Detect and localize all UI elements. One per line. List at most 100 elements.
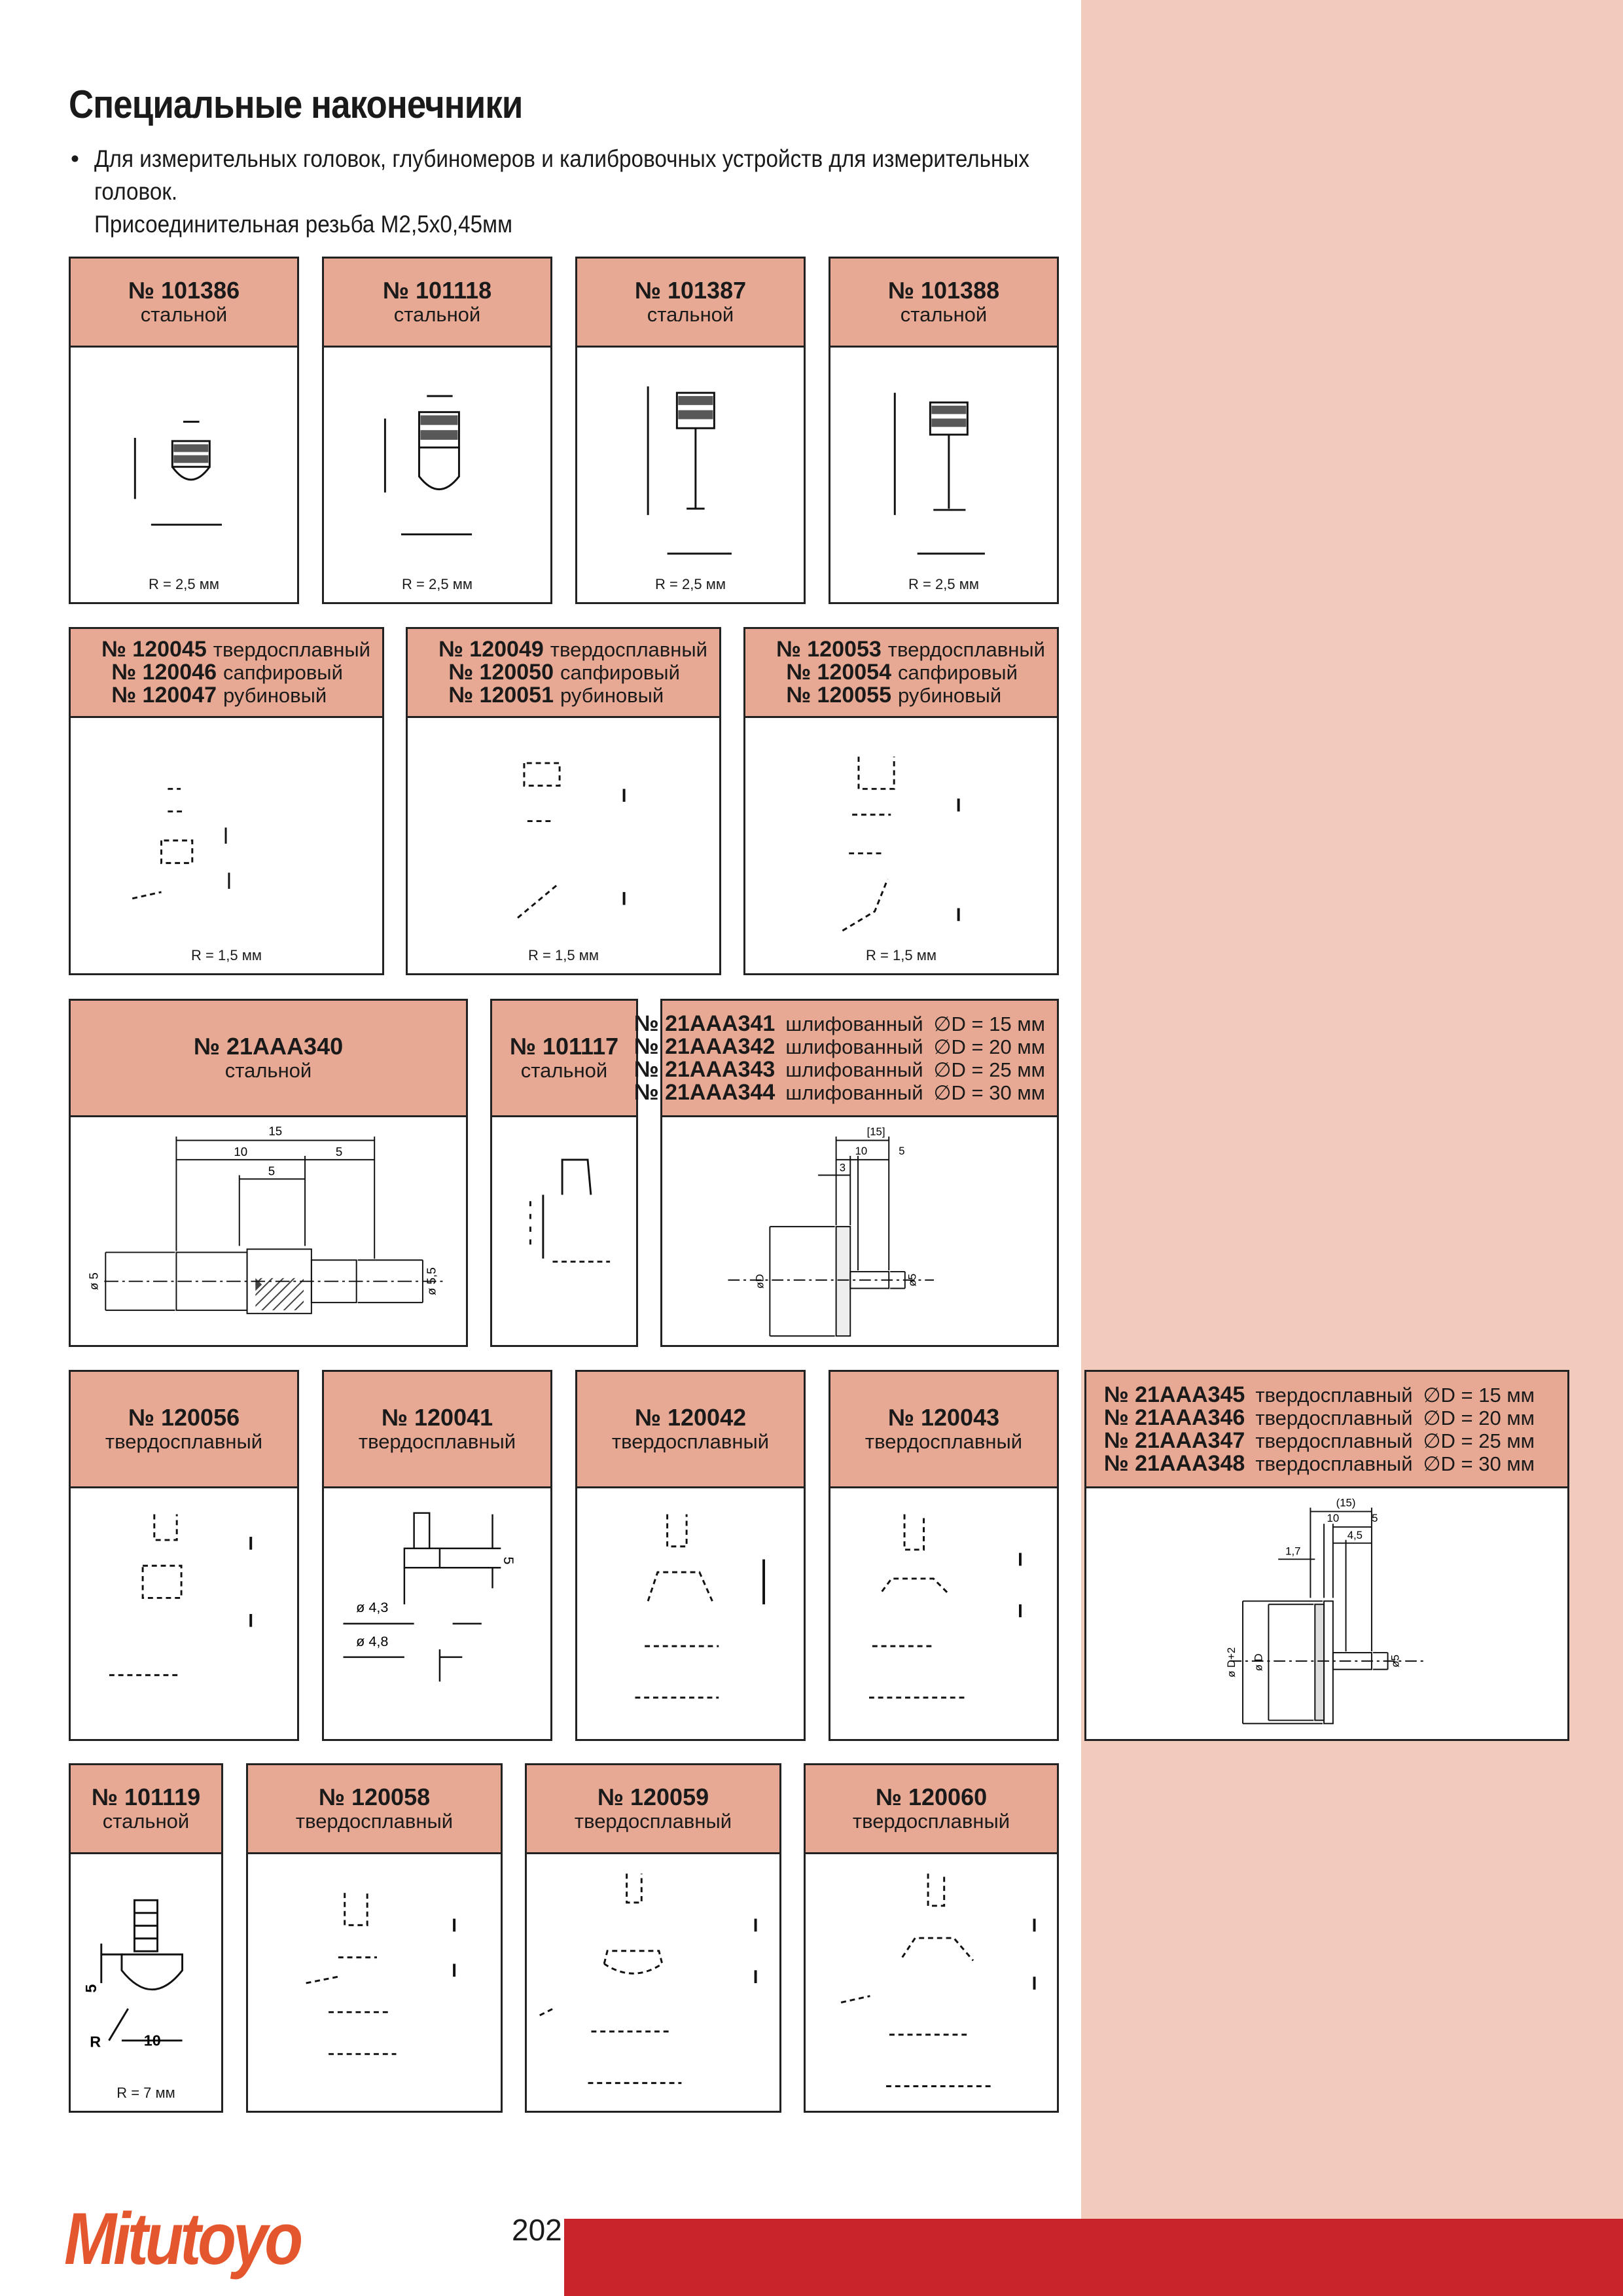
part-material: твердосплавный	[358, 1429, 516, 1453]
card-header: № 101386 стальной	[71, 259, 297, 348]
radius-caption: R = 2,5 мм	[149, 576, 219, 592]
part-material: стальной	[140, 302, 228, 326]
dim-5: 5	[82, 1984, 99, 1993]
side-band	[1081, 0, 1623, 2296]
tip-drawing: R = 1,5 мм	[408, 718, 719, 973]
dim-5: 5	[899, 1145, 904, 1157]
part-number: № 101119	[91, 1783, 201, 1810]
dim-dia-d2: ø D+2	[1225, 1647, 1238, 1677]
radius-caption: R = 2,5 мм	[908, 576, 979, 592]
dim-5: 5	[336, 1145, 342, 1158]
part-number: № 101387	[634, 276, 747, 304]
part-number: № 120058	[318, 1783, 431, 1810]
dimension-drawing: 5 ø 4,3 ø 4,8	[324, 1488, 550, 1739]
bullet: •	[71, 145, 79, 172]
part-number: № 120060	[875, 1783, 988, 1810]
card-header: № 101118 стальной	[324, 259, 550, 348]
part-material: стальной	[393, 302, 481, 326]
part-number: № 101117	[509, 1032, 619, 1060]
card-header: № 101387 стальной	[577, 259, 804, 348]
dim-dia-48: ø 4,8	[356, 1633, 388, 1649]
radius-caption: R = 1,5 мм	[866, 947, 936, 963]
intro-line-3: Присоединительная резьба M2,5x0,45мм	[94, 211, 512, 238]
tip-drawing: R = 1,5 мм	[71, 718, 382, 973]
tip-drawing	[248, 1854, 501, 2111]
dim-15: (15)	[1336, 1497, 1356, 1509]
card-101386: № 101386 стальной R = 2,5 мм	[69, 257, 299, 604]
mitutoyo-logo: Mitutoyo	[64, 2198, 303, 2280]
radius-caption: R = 7 мм	[116, 2085, 175, 2101]
dim-dia-5: ø 5	[86, 1272, 100, 1290]
dimension-drawing: 5 R 10 R = 7 мм	[71, 1854, 221, 2111]
part-number: № 101388	[887, 276, 1000, 304]
card-header: № 101117 стальной	[492, 1001, 636, 1117]
dim-5: 5	[1372, 1512, 1378, 1524]
tip-drawing: R = 2,5 мм	[324, 348, 550, 602]
card-header: № 21AAA340 стальной	[71, 1001, 466, 1117]
page-title: Специальные наконечники	[69, 82, 523, 126]
dim-5: 5	[501, 1556, 517, 1564]
tip-drawing	[806, 1854, 1057, 2111]
dim-r: R	[90, 2033, 101, 2050]
dim-dia-55: ø 5,5	[425, 1267, 438, 1295]
radius-caption: R = 2,5 мм	[655, 576, 726, 592]
tip-drawing: R = 1,5 мм	[745, 718, 1057, 973]
part-number: № 21AAA340	[193, 1032, 344, 1060]
dim-5b: 5	[268, 1164, 275, 1177]
card-120043: № 120043 твердосплавный	[829, 1370, 1059, 1741]
dim-10: 10	[855, 1145, 868, 1157]
card-101119: № 101119 стальной 5 R 10 R = 7 мм	[69, 1763, 223, 2113]
card-header: № 120042 твердосплавный	[577, 1372, 804, 1488]
dim-dia-d: ø D	[1253, 1653, 1265, 1671]
part-material: твердосплавный	[865, 1429, 1023, 1453]
part-number: № 120042	[634, 1403, 747, 1431]
part-number: № 120056	[128, 1403, 240, 1431]
part-number: № 120041	[381, 1403, 493, 1431]
footer-bar	[564, 2219, 1623, 2296]
part-number: № 101386	[128, 276, 240, 304]
tip-drawing	[830, 1488, 1057, 1739]
radius-caption: R = 2,5 мм	[402, 576, 473, 592]
card-21AAA340: № 21AAA340 стальной 15 10	[69, 999, 468, 1347]
dim-10: 10	[1327, 1512, 1340, 1524]
part-material: стальной	[900, 302, 988, 326]
part-material: стальной	[102, 1809, 190, 1833]
part-number: № 120059	[597, 1783, 709, 1810]
card-header: № 120058 твердосплавный	[248, 1765, 501, 1854]
dimension-drawing: [15] 10 5 3 øD ø5	[662, 1117, 1057, 1345]
part-material: стальной	[520, 1058, 608, 1082]
dim-15: [15]	[867, 1126, 885, 1138]
part-material: стальной	[224, 1058, 312, 1082]
card-header: № 120043 твердосплавный	[830, 1372, 1057, 1488]
part-material: твердосплавный	[295, 1809, 454, 1833]
part-number: № 101118	[382, 276, 492, 304]
card-header: № 120060 твердосплавный	[806, 1765, 1057, 1854]
card-header: № 101388 стальной	[830, 259, 1057, 348]
dim-15: 15	[268, 1124, 282, 1138]
dim-45: 4,5	[1347, 1529, 1363, 1541]
dim-dia-43: ø 4,3	[356, 1599, 388, 1615]
tip-drawing: R = 2,5 мм	[577, 348, 804, 602]
tip-drawing	[492, 1117, 636, 1345]
